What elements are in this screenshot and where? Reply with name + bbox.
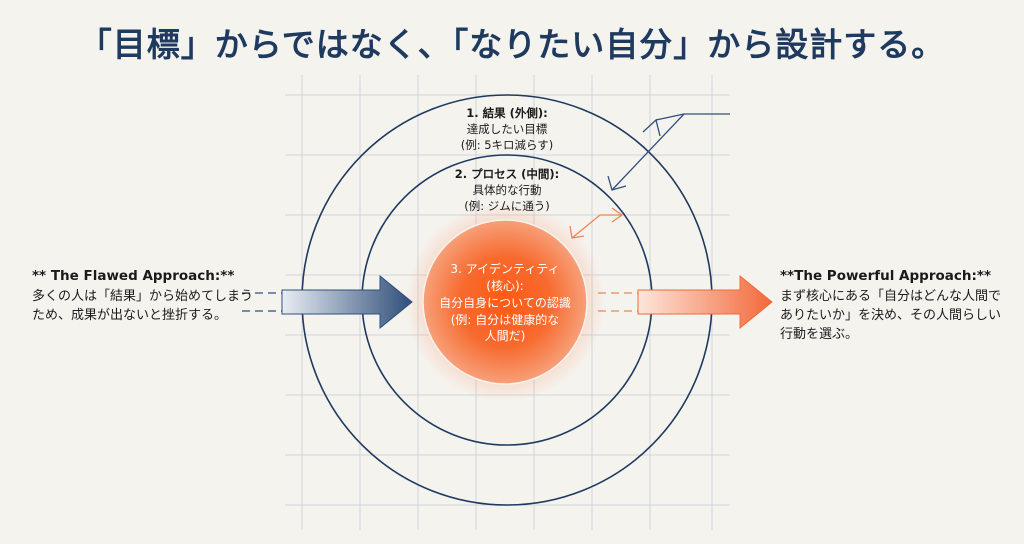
- outer-ring-heading: 1. 結果 (外側):: [466, 106, 548, 120]
- flawed-approach-title: ** The Flawed Approach:**: [32, 268, 235, 284]
- outer-pointer-arrow: [607, 113, 730, 191]
- outer-ring-example: (例: 5キロ減らす): [461, 138, 554, 152]
- powerful-approach-body: まず核心にある「自分はどんな人間でありたいか」を決め、その人間らしい行動を選ぶ。: [780, 289, 1002, 342]
- page-title: 「目標」からではなく、「なりたい自分」から設計する。: [78, 25, 946, 64]
- middle-ring-desc: 具体的な行動: [473, 183, 542, 197]
- middle-ring-example: (例: ジムに通う): [464, 199, 550, 213]
- core-circle: [422, 219, 588, 385]
- core-desc: 自分自身についての認識: [439, 295, 571, 310]
- core-example-line1: (例: 自分は健康的な: [451, 312, 560, 327]
- powerful-approach-title: **The Powerful Approach:**: [780, 268, 992, 284]
- core-sub: (核心):: [486, 279, 523, 293]
- core-example-line2: 人間だ): [485, 329, 526, 343]
- outer-ring-desc: 達成したい目標: [467, 122, 548, 136]
- right-flow-arrow: [598, 274, 773, 330]
- middle-pointer-arrow: [569, 207, 624, 239]
- core-heading: 3. アイデンティティ: [450, 261, 559, 276]
- flawed-approach-body: 多くの人は「結果」から始めてしまうため、成果が出ないと挫折する。: [32, 289, 254, 323]
- flawed-approach-panel: ** The Flawed Approach:** 多くの人は「結果」から始めて…: [32, 268, 264, 325]
- powerful-approach-panel: **The Powerful Approach:** まず核心にある「自分はどん…: [780, 268, 1002, 344]
- left-flow-arrow: [242, 274, 413, 330]
- middle-ring-heading: 2. プロセス (中間):: [455, 167, 560, 181]
